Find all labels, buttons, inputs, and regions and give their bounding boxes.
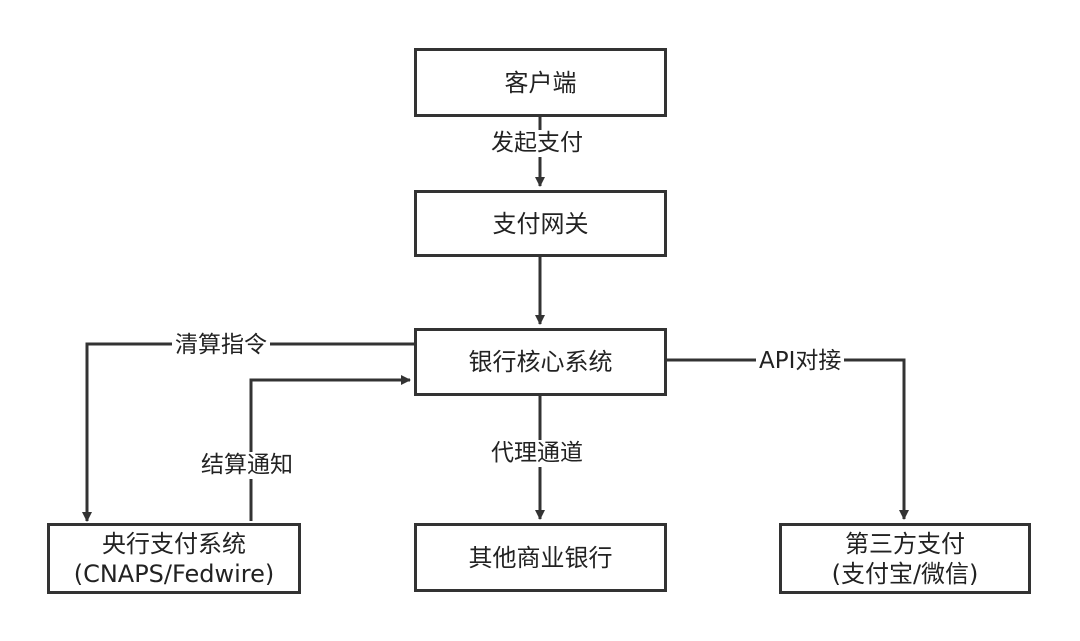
edge-core-to-thirdparty [667,358,909,520]
node-central-bank-system: 央行支付系统 (CNAPS/Fedwire) [47,523,301,594]
edge-central-to-core [249,375,411,521]
node-other-commercial-bank-label: 其他商业银行 [468,543,613,572]
node-bank-core-system-label: 银行核心系统 [468,348,613,376]
node-client-label: 客户端 [504,68,577,97]
edge-core-to-central [82,342,414,522]
edge-label-settlement-notice: 结算通知 [198,452,296,479]
node-payment-gateway: 支付网关 [414,190,667,257]
node-third-party-payment: 第三方支付 (支付宝/微信) [779,523,1031,594]
node-client: 客户端 [414,48,667,117]
node-third-party-payment-line1: 第三方支付 [845,529,965,558]
node-payment-gateway-label: 支付网关 [492,209,589,238]
edge-label-agent-channel: 代理通道 [488,440,586,467]
node-other-commercial-bank: 其他商业银行 [414,523,667,592]
edge-label-clearing-instruction: 清算指令 [172,332,270,359]
node-bank-core-system: 银行核心系统 [414,328,667,396]
edge-label-api-integration: API对接 [756,348,845,375]
node-third-party-payment-line2: (支付宝/微信) [831,559,979,588]
node-central-bank-system-line1: 央行支付系统 [102,529,246,558]
node-central-bank-system-line2: (CNAPS/Fedwire) [73,559,275,588]
edge-label-initiate-payment: 发起支付 [488,130,586,157]
